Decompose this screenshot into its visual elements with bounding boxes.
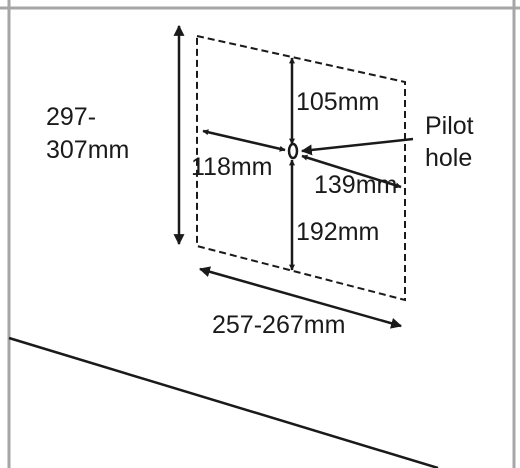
height-label-line2: 307mm: [46, 136, 129, 164]
left-distance-label: 118mm: [191, 153, 273, 181]
width-label: 257-267mm: [212, 311, 345, 339]
right-distance-arrow: [301, 154, 402, 189]
right-distance-label: 139mm: [314, 171, 397, 199]
pilot-hole-marker: [287, 142, 299, 160]
width-arrow: [198, 266, 403, 329]
pilot-hole-label-line1: Pilot: [425, 112, 474, 140]
height-label-line1: 297-: [46, 103, 96, 131]
bottom-distance-label: 192mm: [296, 218, 379, 246]
pilot-hole-label-line2: hole: [425, 144, 472, 172]
top-distance-label: 105mm: [296, 88, 379, 116]
mounting-area-outline: [196, 34, 406, 302]
pilot-hole-leader: [300, 137, 414, 156]
floor-line: [8, 336, 439, 468]
left-distance-arrow: [202, 129, 286, 152]
